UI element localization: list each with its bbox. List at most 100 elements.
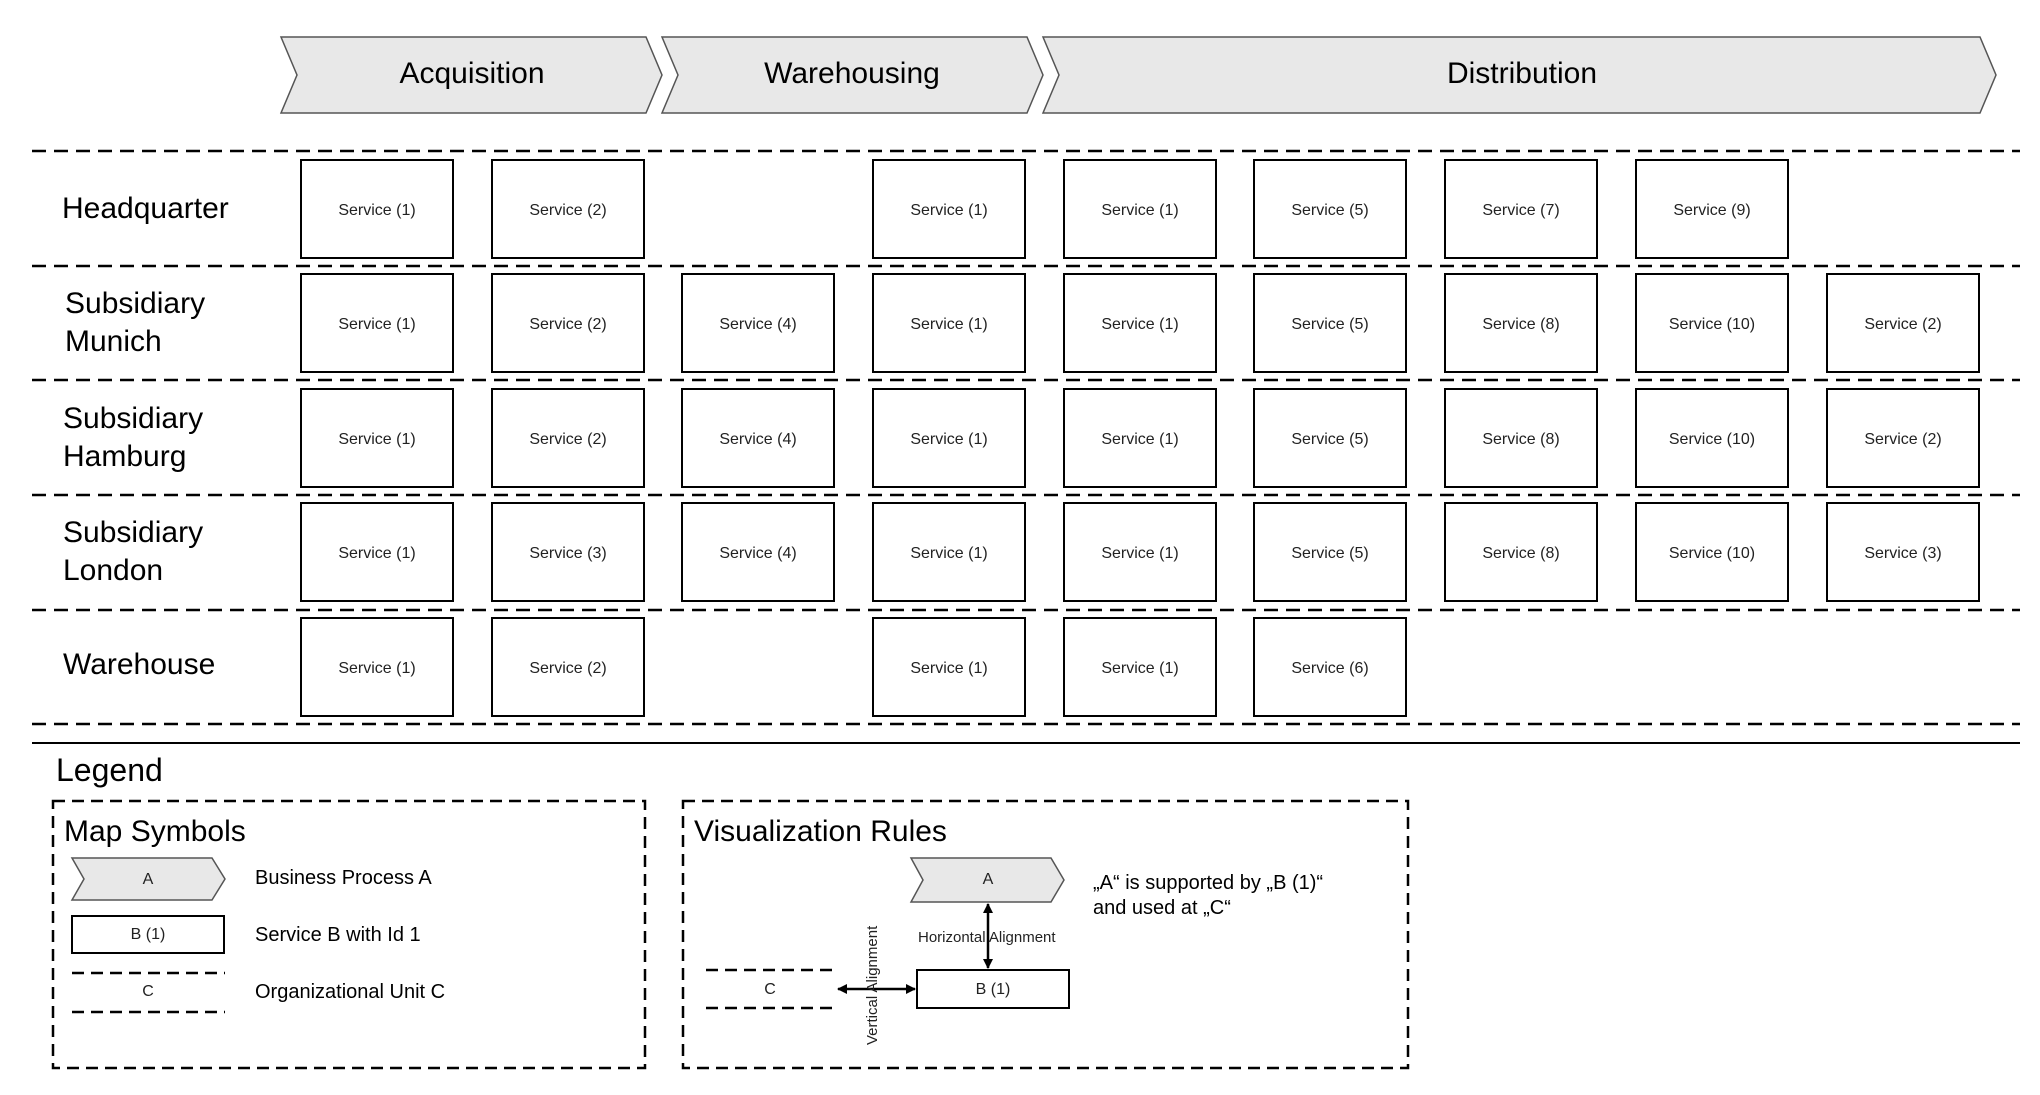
service-label: Service (1) [338, 316, 415, 333]
service-label: Service (1) [338, 660, 415, 677]
service-box-frame [681, 502, 835, 602]
service-box: Service (4) [681, 502, 835, 602]
service-box: Service (1) [872, 159, 1026, 259]
service-label: Service (4) [719, 545, 796, 562]
service-box-frame [1444, 159, 1598, 259]
service-label: Service (1) [910, 545, 987, 562]
service-box-frame [1635, 273, 1789, 373]
service-box: Service (1) [1063, 159, 1217, 259]
process-label: Acquisition [399, 57, 544, 90]
service-box: Service (1) [1063, 617, 1217, 717]
service-label: Service (10) [1669, 545, 1755, 562]
service-box: Service (1) [300, 617, 454, 717]
rule-text-line2: and used at „C“ [1093, 897, 1231, 919]
service-box-frame [681, 273, 835, 373]
service-box: Service (2) [491, 388, 645, 488]
service-label: Service (5) [1291, 545, 1368, 562]
service-label: Service (1) [1101, 660, 1178, 677]
horizontal-alignment-label: Horizontal Alignment [918, 929, 1056, 946]
legend-unit-desc: Organizational Unit C [255, 981, 445, 1003]
service-box: Service (1) [300, 159, 454, 259]
service-label: Service (1) [1101, 545, 1178, 562]
service-box: Service (1) [872, 617, 1026, 717]
rule-text-line1: „A“ is supported by „B (1)“ [1093, 872, 1323, 894]
unit-label-warehouse: Warehouse [63, 648, 215, 681]
service-box-frame [1826, 273, 1980, 373]
legend-unit-symbol-label: C [142, 983, 154, 1000]
service-box: Service (9) [1635, 159, 1789, 259]
service-box-frame [1444, 388, 1598, 488]
process-label: Warehousing [764, 57, 940, 90]
service-box: Service (1) [300, 388, 454, 488]
service-label: Service (1) [910, 202, 987, 219]
process-chevron-acquisition: Acquisition [279, 36, 663, 114]
service-box-frame [300, 273, 454, 373]
service-box: Service (3) [491, 502, 645, 602]
service-box-frame [872, 502, 1026, 602]
service-box: Service (1) [1063, 273, 1217, 373]
legend-service-desc: Service B with Id 1 [255, 924, 421, 946]
rules-process-symbol: A [909, 857, 1065, 903]
unit-label-london-line1: Subsidiary [63, 516, 203, 549]
visualization-rules-box: Visualization Rules A B (1) C Horizontal… [681, 799, 1410, 1070]
service-label: Service (5) [1291, 316, 1368, 333]
service-box: Service (1) [872, 388, 1026, 488]
rules-process-symbol-label: A [983, 871, 994, 888]
service-label: Service (8) [1482, 431, 1559, 448]
service-box: Service (2) [1826, 388, 1980, 488]
rules-service-symbol-label: B (1) [976, 981, 1011, 998]
service-box-frame [491, 159, 645, 259]
service-label: Service (1) [1101, 431, 1178, 448]
service-box: Service (4) [681, 273, 835, 373]
service-box: Service (10) [1635, 502, 1789, 602]
vertical-alignment-label: Vertical Alignment [864, 925, 881, 1045]
service-box: Service (8) [1444, 388, 1598, 488]
process-chevron-distribution: Distribution [1041, 36, 1997, 114]
service-box: Service (1) [872, 273, 1026, 373]
service-box: Service (1) [872, 502, 1026, 602]
legend-unit-symbol: C [72, 971, 225, 1014]
service-label: Service (4) [719, 431, 796, 448]
service-box-frame [1253, 159, 1407, 259]
service-box-frame [1635, 388, 1789, 488]
service-box-frame [1063, 159, 1217, 259]
service-box-frame [1826, 388, 1980, 488]
service-box: Service (2) [491, 617, 645, 717]
service-box-frame [1635, 159, 1789, 259]
unit-label-london-line2: London [63, 554, 163, 587]
service-label: Service (8) [1482, 316, 1559, 333]
service-label: Service (9) [1673, 202, 1750, 219]
service-box-frame [300, 502, 454, 602]
unit-label-hamburg-line2: Hamburg [63, 440, 186, 473]
process-chevron-warehousing: Warehousing [660, 36, 1044, 114]
row-separators [32, 149, 2020, 726]
service-box: Service (5) [1253, 159, 1407, 259]
service-box: Service (2) [491, 159, 645, 259]
service-box-frame [491, 502, 645, 602]
service-box-frame [300, 617, 454, 717]
service-label: Service (6) [1291, 660, 1368, 677]
service-label: Service (5) [1291, 202, 1368, 219]
service-label: Service (1) [338, 545, 415, 562]
service-box-frame [1063, 388, 1217, 488]
service-box: Service (5) [1253, 388, 1407, 488]
service-box-frame [1826, 502, 1980, 602]
rules-service-symbol: B (1) [916, 969, 1070, 1009]
service-box-frame [872, 159, 1026, 259]
service-label: Service (1) [338, 431, 415, 448]
service-box: Service (10) [1635, 273, 1789, 373]
service-box: Service (7) [1444, 159, 1598, 259]
service-label: Service (3) [529, 545, 606, 562]
unit-labels: Headquarter Subsidiary Munich Subsidiary… [62, 192, 229, 681]
visualization-rules-title: Visualization Rules [694, 815, 947, 848]
service-label: Service (8) [1482, 545, 1559, 562]
service-label: Service (7) [1482, 202, 1559, 219]
service-box-frame [872, 617, 1026, 717]
service-box-frame [491, 273, 645, 373]
service-box-frame [491, 617, 645, 717]
service-box-frame [1253, 502, 1407, 602]
process-header: Acquisition Warehousing Distribution [279, 36, 1997, 114]
process-label: Distribution [1447, 57, 1597, 90]
service-box: Service (4) [681, 388, 835, 488]
